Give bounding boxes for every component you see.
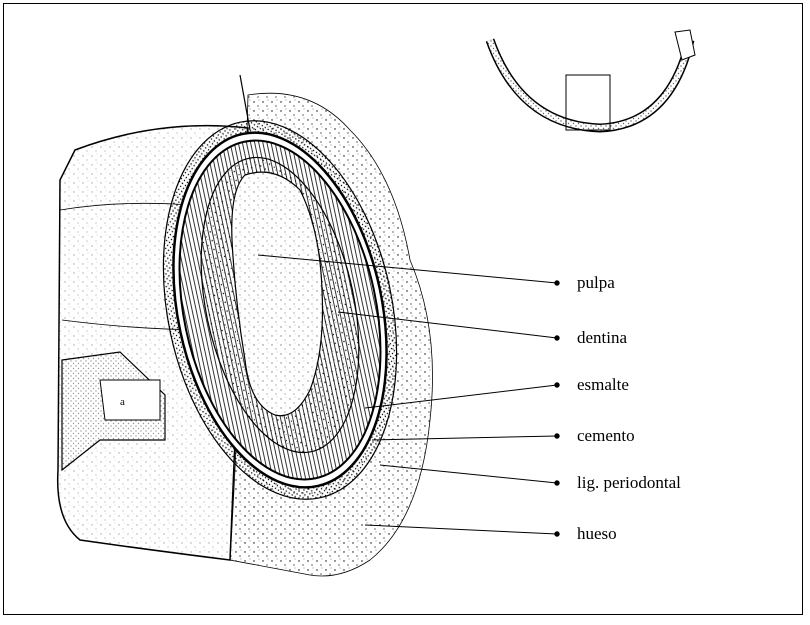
inset-mark: a: [120, 396, 125, 408]
label-pulp: pulpa: [577, 274, 615, 291]
label-periodontal-ligament: lig. periodontal: [577, 474, 681, 491]
label-dentin: dentina: [577, 329, 627, 346]
label-bone: hueso: [577, 525, 617, 542]
label-enamel: esmalte: [577, 376, 629, 393]
tusk-inset: [490, 30, 695, 130]
label-cementum: cemento: [577, 427, 635, 444]
